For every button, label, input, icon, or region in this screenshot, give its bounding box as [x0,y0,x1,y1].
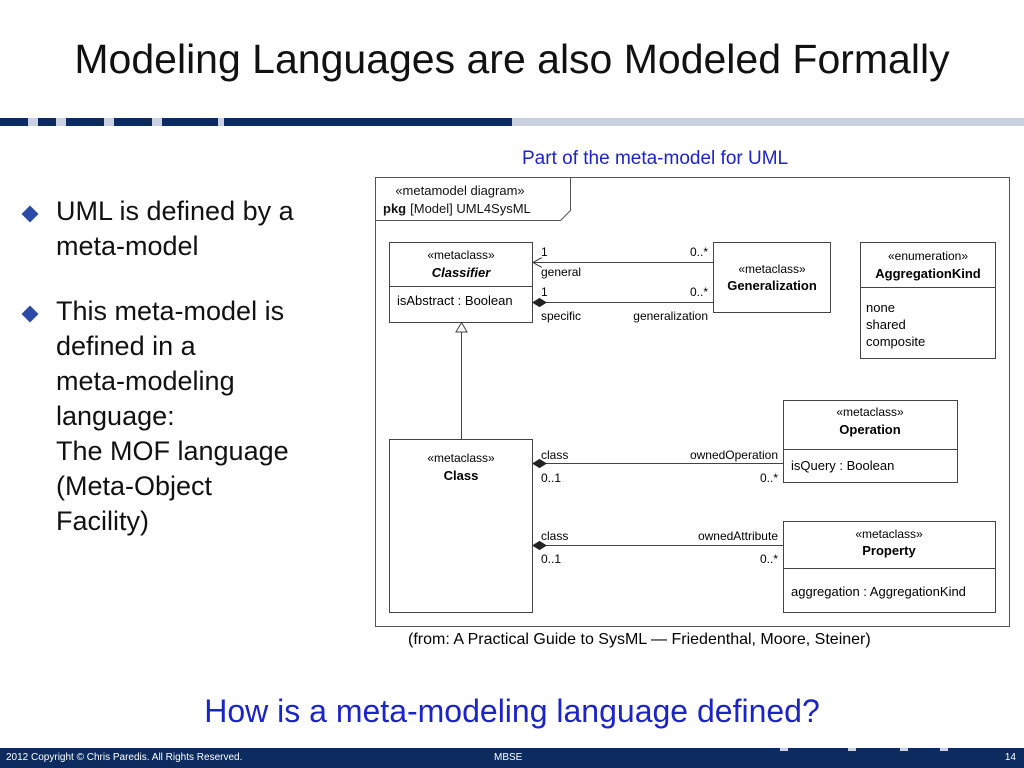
inheritance-arrow [455,321,468,439]
generalization-box: «metaclass» Generalization [713,242,831,313]
slide-title: Modeling Languages are also Modeled Form… [74,36,950,82]
svg-text:«metaclass»: «metaclass» [427,451,495,465]
svg-text:Operation: Operation [839,422,900,437]
svg-text:none: none [866,300,895,315]
svg-text:0..*: 0..* [760,552,778,566]
svg-text:AggregationKind: AggregationKind [875,266,980,281]
svg-text:«metaclass»: «metaclass» [738,262,806,276]
svg-text:specific: specific [541,309,581,323]
svg-text:«metaclass»: «metaclass» [427,248,495,262]
classifier-box: «metaclass» Classifier isAbstract : Bool… [389,242,533,323]
association-owned-operation: class 0..1 ownedOperation 0..* [532,448,783,485]
association-general: 1 general 0..* [533,245,713,279]
svg-text:class: class [541,448,568,462]
footer-divider-bar [0,748,1024,751]
svg-text:0..1: 0..1 [541,552,561,566]
svg-text:ownedOperation: ownedOperation [690,448,778,462]
svg-text:Class: Class [444,468,479,483]
svg-text:shared: shared [866,317,906,332]
frame-pkg-label: pkg[Model] UML4SysML [383,201,531,216]
svg-text:0..*: 0..* [690,245,708,259]
aggregation-kind-box: «enumeration» AggregationKind none share… [860,242,996,359]
page-number: 14 [1004,752,1016,763]
svg-text:«metaclass»: «metaclass» [855,527,923,541]
svg-text:0..*: 0..* [690,285,708,299]
svg-text:1: 1 [541,245,548,259]
diagram-caption: Part of the meta-model for UML [522,148,789,169]
class-box: «metaclass» Class [389,439,533,613]
operation-box: «metaclass» Operation isQuery : Boolean [783,400,958,483]
svg-text:0..*: 0..* [760,471,778,485]
svg-text:class: class [541,529,568,543]
svg-text:«enumeration»: «enumeration» [888,249,968,263]
frame-tab [375,177,571,221]
association-specific: 1 specific 0..* generalization [532,285,713,323]
footer-course: MBSE [494,752,523,763]
svg-text:1: 1 [541,285,548,299]
footer-copyright: 2012 Copyright © Chris Paredis. All Righ… [6,752,243,763]
svg-text:isQuery : Boolean: isQuery : Boolean [791,458,894,473]
svg-text:Classifier: Classifier [432,265,491,280]
property-box: «metaclass» Property aggregation : Aggre… [783,521,996,613]
svg-text:«metaclass»: «metaclass» [836,405,904,419]
svg-text:generalization: generalization [633,309,708,323]
svg-text:composite: composite [866,334,925,349]
frame-stereotype: «metamodel diagram» [395,183,524,198]
source-citation: (from: A Practical Guide to SysML — Frie… [408,631,871,648]
association-owned-attribute: class 0..1 ownedAttribute 0..* [532,529,783,566]
svg-text:0..1: 0..1 [541,471,561,485]
svg-text:general: general [541,265,581,279]
svg-text:ownedAttribute: ownedAttribute [698,529,778,543]
svg-text:Property: Property [862,543,916,558]
closing-question: How is a meta-modeling language defined? [204,693,820,729]
svg-text:aggregation : AggregationKind: aggregation : AggregationKind [791,584,966,599]
title-divider-bar [0,118,1024,126]
svg-text:isAbstract : Boolean: isAbstract : Boolean [397,293,513,308]
footer-bar: 2012 Copyright © Chris Paredis. All Righ… [0,748,1024,768]
svg-text:Generalization: Generalization [727,278,817,293]
